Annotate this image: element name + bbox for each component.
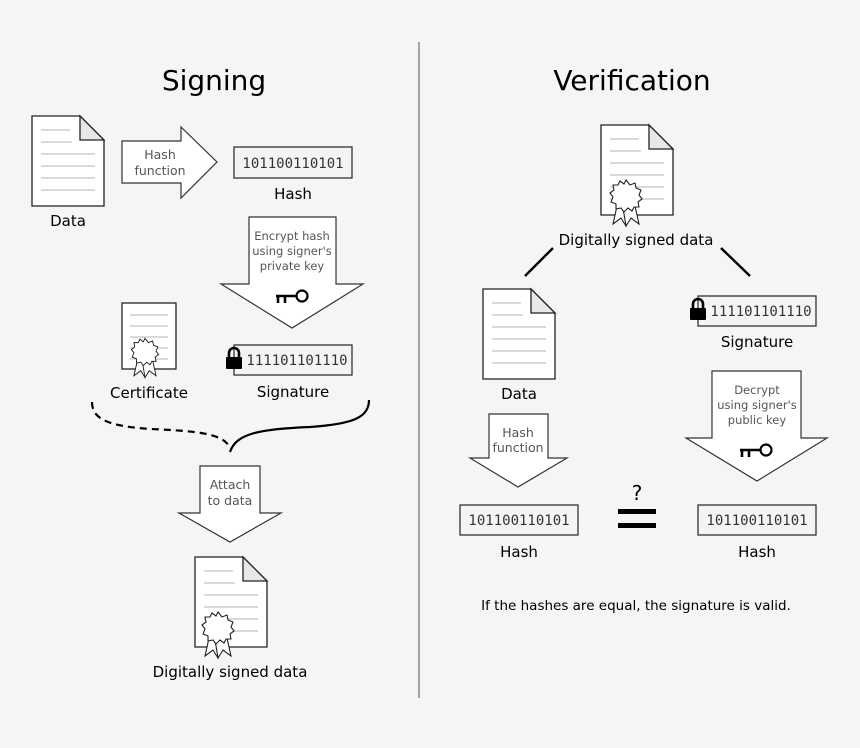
hash-arrow-line1: Hash (144, 147, 176, 162)
verification-hash-right-box (697, 504, 817, 536)
verification-hash-left-label: Hash (500, 543, 538, 561)
signing-title: Signing (162, 64, 266, 97)
verification-signed-data-label: Digitally signed data (559, 231, 714, 249)
signing-signed-data-label: Digitally signed data (153, 663, 308, 681)
equals-sign-icon (618, 509, 656, 528)
certificate-connector (90, 401, 232, 449)
verification-hash-left-box (459, 504, 579, 536)
hash-value-box (233, 146, 353, 179)
comparison-question-mark: ? (632, 481, 643, 505)
decrypt-line2: using signer's (717, 398, 796, 412)
decrypt-line3: public key (728, 413, 787, 427)
encrypt-line1: Encrypt hash (254, 229, 330, 243)
signed-document-icon (194, 556, 268, 659)
signing-data-label: Data (50, 212, 86, 230)
verification-hash-function-arrow (467, 413, 570, 488)
verification-title: Verification (553, 64, 710, 97)
verification-hash-left-value: 101100110101 (468, 513, 569, 529)
signature-label: Signature (257, 383, 329, 401)
document-icon (31, 115, 105, 207)
certificate-label: Certificate (110, 384, 188, 402)
encrypt-line3: private key (260, 259, 325, 273)
verification-conclusion: If the hashes are equal, the signature i… (481, 598, 791, 614)
attach-to-data-arrow (176, 465, 284, 543)
split-line-right (720, 247, 751, 277)
verification-hash-arrow-line2: function (492, 440, 543, 455)
verification-data-label: Data (501, 385, 537, 403)
hash-function-arrow (121, 125, 218, 200)
verification-hash-right-value: 101100110101 (706, 513, 807, 529)
verification-signature-value: 111101101110 (710, 304, 811, 320)
hash-value: 101100110101 (242, 156, 343, 172)
split-line-left (524, 247, 554, 277)
verification-hash-right-label: Hash (738, 543, 776, 561)
hash-label: Hash (274, 185, 312, 203)
attach-line1: Attach (210, 477, 251, 492)
verification-hash-arrow-line1: Hash (502, 425, 534, 440)
signature-value: 111101101110 (246, 353, 347, 369)
certificate-icon (121, 302, 177, 378)
encrypt-line2: using signer's (252, 244, 331, 258)
hash-arrow-line2: function (134, 163, 185, 178)
verification-document-icon (482, 288, 556, 380)
verification-signed-document-icon (600, 124, 674, 227)
attach-line2: to data (208, 493, 253, 508)
signature-connector (228, 399, 371, 453)
encrypt-hash-arrow (218, 216, 366, 329)
verification-signature-label: Signature (721, 333, 793, 351)
decrypt-arrow (683, 370, 830, 482)
decrypt-line1: Decrypt (734, 383, 780, 397)
